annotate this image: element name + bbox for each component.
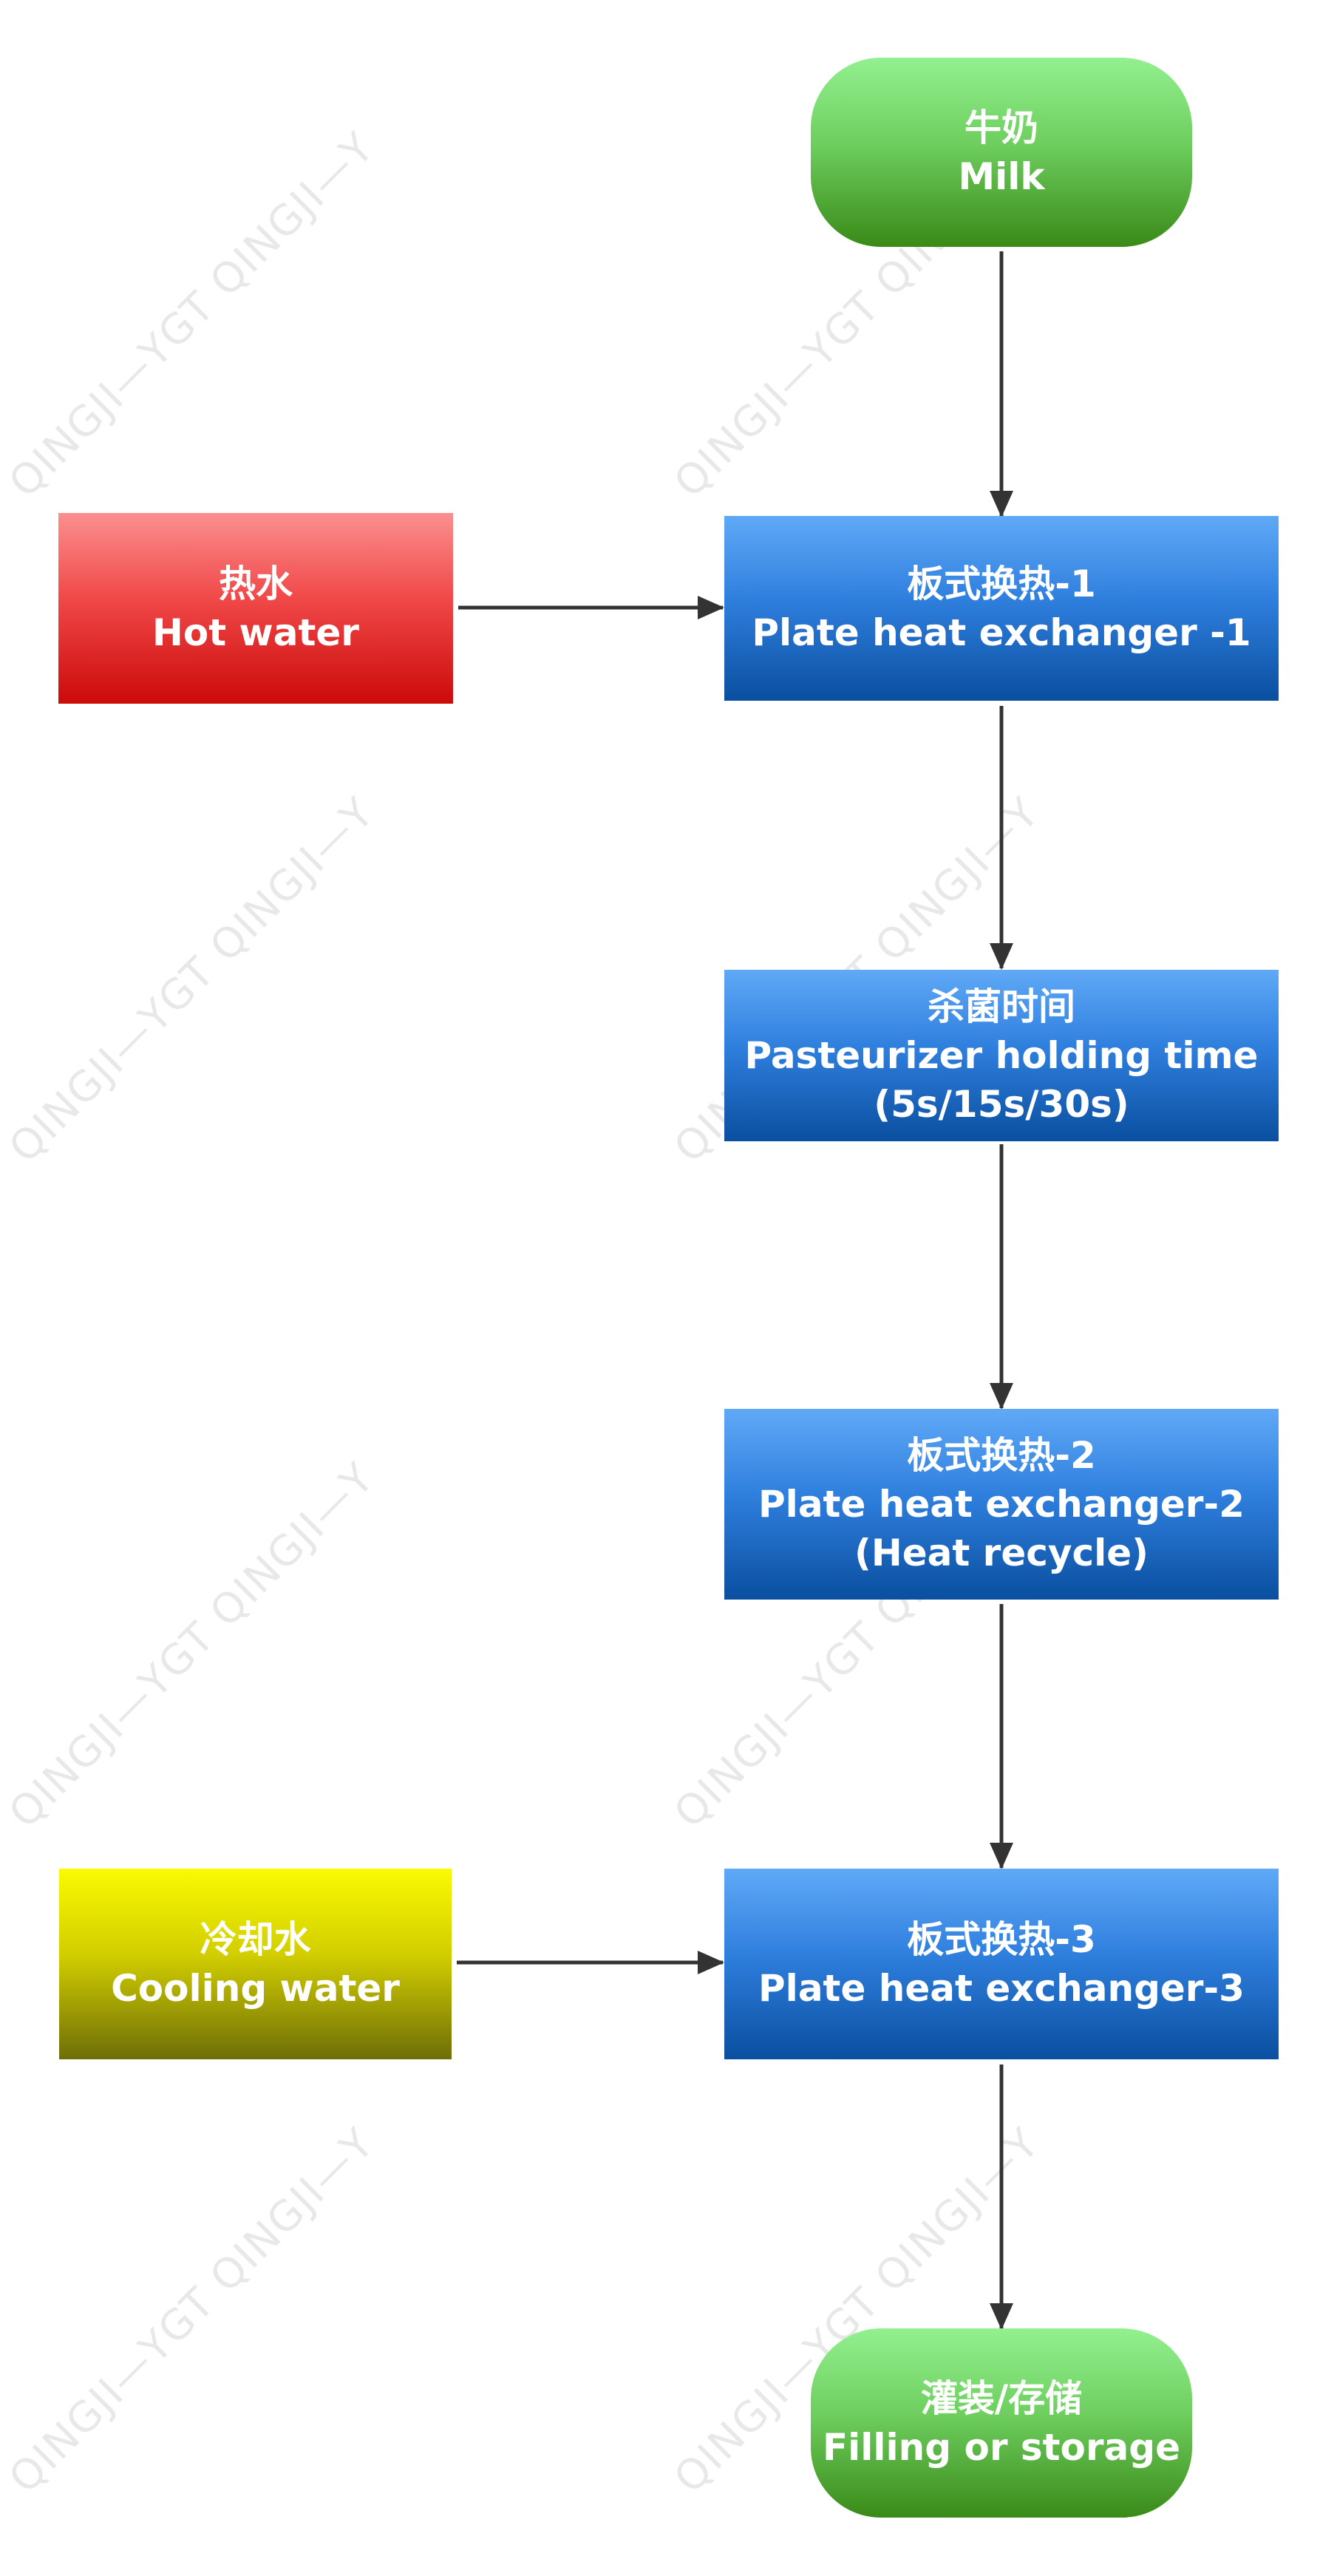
node-phe3-en: Plate heat exchanger-3 — [758, 1967, 1245, 2010]
node-phe2-en: Plate heat exchanger-2 — [758, 1483, 1245, 1526]
node-milk-zh: 牛奶 — [965, 106, 1038, 149]
node-phe1-zh: 板式换热-1 — [907, 563, 1096, 605]
node-cooling-water: 冷却水 Cooling water — [59, 1869, 452, 2059]
node-filling-en: Filling or storage — [822, 2426, 1181, 2469]
node-filling-zh: 灌装/存储 — [920, 2377, 1083, 2420]
node-hot-water-zh: 热水 — [219, 563, 293, 605]
node-pasteurizer-holding: 杀菌时间 Pasteurizer holding time (5s/15s/30… — [724, 970, 1279, 1141]
node-milk-en: Milk — [958, 155, 1045, 198]
node-milk: 牛奶 Milk — [811, 58, 1192, 247]
node-plate-heat-exchanger-1: 板式换热-1 Plate heat exchanger -1 — [724, 516, 1279, 701]
node-cooling-water-zh: 冷却水 — [200, 1918, 311, 1961]
node-plate-heat-exchanger-2: 板式换热-2 Plate heat exchanger-2 (Heat recy… — [724, 1409, 1279, 1600]
node-phe1-en: Plate heat exchanger -1 — [752, 611, 1251, 654]
node-phe2-extra: (Heat recycle) — [854, 1532, 1149, 1574]
node-hot-water: 热水 Hot water — [58, 513, 453, 704]
node-cooling-water-en: Cooling water — [111, 1967, 400, 2010]
node-holding-extra: (5s/15s/30s) — [874, 1083, 1129, 1126]
node-phe2-zh: 板式换热-2 — [907, 1434, 1096, 1477]
node-filling-storage: 灌装/存储 Filling or storage — [811, 2328, 1192, 2518]
node-hot-water-en: Hot water — [152, 611, 359, 654]
node-holding-zh: 杀菌时间 — [928, 985, 1075, 1028]
node-phe3-zh: 板式换热-3 — [907, 1918, 1096, 1961]
node-holding-en: Pasteurizer holding time — [744, 1034, 1259, 1077]
node-plate-heat-exchanger-3: 板式换热-3 Plate heat exchanger-3 — [724, 1869, 1279, 2059]
